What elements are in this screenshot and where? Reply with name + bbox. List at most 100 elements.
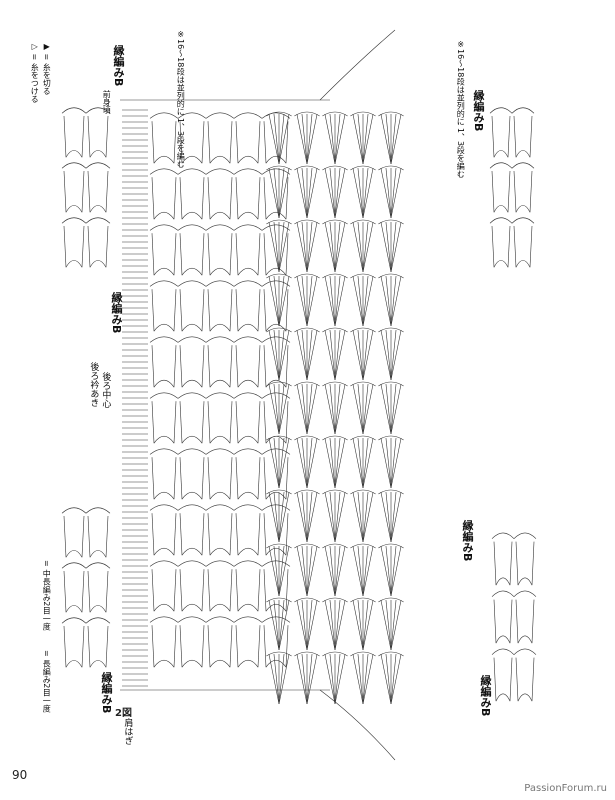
main-mesh-chain [238, 156, 258, 163]
main-mesh-stitch [236, 121, 238, 163]
right-mesh-top-chain [516, 150, 530, 157]
main-mesh-stitch [180, 289, 182, 331]
main-mesh-chain [206, 169, 234, 175]
main-mesh-stitch [286, 233, 288, 275]
back-opening-label: 後ろ衿あき [88, 362, 98, 407]
main-fan-fan-stitch [353, 546, 363, 596]
main-mesh-chain [182, 492, 202, 499]
main-fan-fan-stitch [391, 276, 401, 326]
right-mesh-top-stitch [514, 171, 516, 212]
main-mesh-chain [154, 660, 174, 667]
left-mesh-bottom-chain [66, 550, 82, 557]
main-fan-fan-stitch [335, 114, 340, 164]
right-mesh-bottom-stitch [516, 600, 518, 644]
main-fan-fan-stitch [302, 600, 307, 650]
left-mesh-bottom-chain [86, 563, 110, 569]
left-mesh-top-stitch [64, 226, 66, 267]
main-fan-fan-stitch [297, 438, 307, 488]
main-fan-fan-stitch [274, 654, 279, 704]
main-mesh-chain [262, 393, 290, 399]
main-mesh-chain [206, 337, 234, 343]
main-mesh-stitch [230, 289, 232, 331]
main-fan-fan-stitch [386, 654, 391, 704]
main-mesh-chain [234, 561, 262, 567]
main-fan-fan-stitch [363, 330, 373, 380]
main-fan-fan-stitch [335, 654, 345, 704]
main-fan-fan-stitch [269, 384, 279, 434]
main-mesh-stitch [236, 289, 238, 331]
main-fan-fan-stitch [279, 492, 284, 542]
right-mesh-bottom-stitch [510, 600, 512, 644]
main-mesh-chain [154, 156, 174, 163]
main-fan-fan-stitch [269, 492, 279, 542]
main-mesh-stitch [174, 345, 176, 387]
main-fan-fan-stitch [297, 384, 307, 434]
main-fan-fan-stitch [307, 600, 312, 650]
main-mesh-chain [238, 212, 258, 219]
main-fan-fan-stitch [363, 384, 368, 434]
neck-curve-bottom [320, 690, 395, 760]
main-mesh-stitch [180, 401, 182, 443]
main-mesh-stitch [258, 121, 260, 163]
main-fan-fan-stitch [302, 222, 307, 272]
main-fan-fan-stitch [325, 276, 335, 326]
main-fan-fan-stitch [381, 438, 391, 488]
main-fan-fan-stitch [353, 276, 363, 326]
left-mesh-bottom-chain [62, 618, 86, 624]
main-mesh-stitch [180, 457, 182, 499]
main-fan-fan-stitch [363, 114, 373, 164]
main-fan-fan-stitch [269, 438, 279, 488]
left-mesh-bottom-chain [90, 660, 106, 667]
main-mesh-stitch [202, 289, 204, 331]
main-fan-fan-stitch [274, 330, 279, 380]
main-mesh-chain [182, 156, 202, 163]
main-fan-fan-stitch [297, 330, 307, 380]
main-fan-fan-stitch [307, 438, 317, 488]
main-mesh-stitch [258, 345, 260, 387]
main-fan-fan-stitch [358, 222, 363, 272]
main-fan-fan-stitch [358, 654, 363, 704]
main-mesh-chain [178, 561, 206, 567]
legend-dec-tr: = 中長編み2目一度 [42, 560, 51, 630]
right-mesh-top-chain [512, 163, 534, 169]
figure-label: 2図 [115, 704, 132, 719]
main-fan-fan-stitch [386, 114, 391, 164]
main-fan-fan-stitch [381, 492, 391, 542]
main-fan-fan-stitch [363, 492, 368, 542]
left-mesh-bottom-chain [86, 618, 110, 624]
right-mesh-bottom-stitch [532, 658, 534, 702]
main-mesh-stitch [264, 233, 266, 275]
right-mesh-bottom-chain [496, 636, 510, 643]
left-mesh-bottom-stitch [88, 571, 90, 612]
left-mesh-bottom-stitch [64, 571, 66, 612]
main-mesh-stitch [152, 513, 154, 555]
main-fan-fan-stitch [353, 168, 363, 218]
main-mesh-stitch [202, 457, 204, 499]
right-mesh-top-stitch [508, 171, 510, 212]
main-mesh-chain [262, 169, 290, 175]
main-fan-fan-stitch [307, 384, 317, 434]
left-mesh-top-stitch [106, 171, 108, 212]
main-fan-fan-stitch [335, 600, 345, 650]
left-mesh-top-stitch [82, 116, 84, 157]
main-mesh-stitch [152, 177, 154, 219]
main-fan-fan-stitch [269, 600, 279, 650]
main-mesh-stitch [258, 457, 260, 499]
main-fan-fan-stitch [269, 222, 279, 272]
main-mesh-chain [210, 660, 230, 667]
main-mesh-chain [238, 492, 258, 499]
main-fan-fan-stitch [330, 600, 335, 650]
main-mesh-chain [154, 268, 174, 275]
right-mesh-top-chain [512, 218, 534, 224]
main-mesh-stitch [286, 177, 288, 219]
main-fan-fan-stitch [363, 492, 373, 542]
main-mesh-chain [182, 548, 202, 555]
left-mesh-bottom-stitch [82, 516, 84, 557]
right-mesh-bottom-stitch [532, 600, 534, 644]
main-mesh-stitch [202, 345, 204, 387]
main-fan-fan-stitch [363, 600, 368, 650]
main-mesh-stitch [230, 513, 232, 555]
left-mesh-bottom-chain [62, 563, 86, 569]
main-mesh-chain [154, 604, 174, 611]
main-crochet-chart [120, 30, 404, 760]
